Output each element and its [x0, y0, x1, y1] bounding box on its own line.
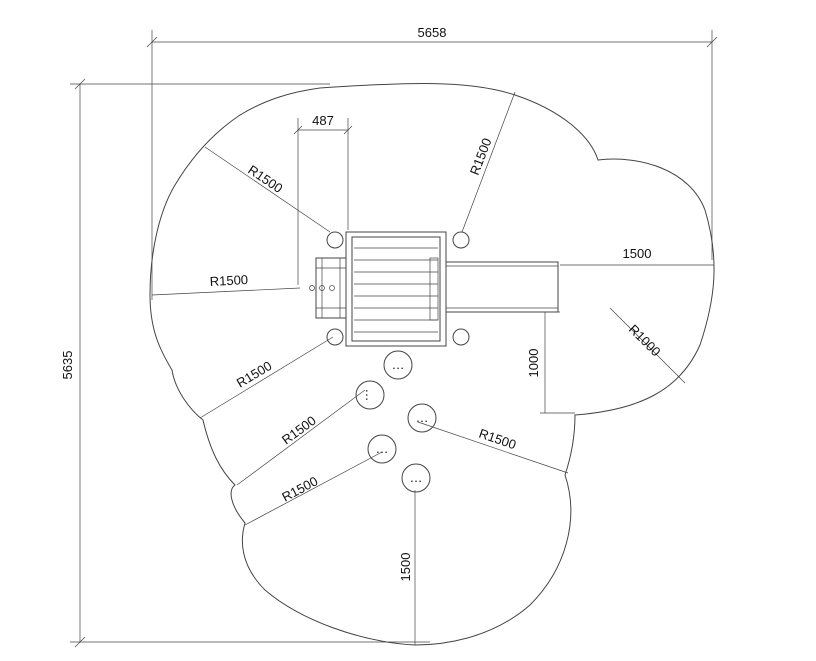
side-clearance-label: 1000 — [526, 349, 541, 378]
bottom-clearance-label: 1500 — [398, 553, 413, 582]
overall-width-dimension: 5658 — [146, 25, 718, 300]
overall-width-label: 5658 — [418, 25, 447, 40]
slide — [445, 261, 559, 313]
deck-planks — [354, 247, 438, 333]
corner-post-bottom-right — [452, 328, 470, 346]
svg-text:…: … — [392, 357, 405, 372]
safety-zone-outline — [149, 83, 715, 646]
post-gap-label: 487 — [312, 113, 334, 128]
overall-height-label: 5635 — [60, 351, 75, 380]
radius-leaders — [151, 91, 686, 526]
stepping-post-1: … — [383, 350, 413, 380]
slide-zone-dimension: 1500 — [560, 246, 714, 266]
corner-post-top-left — [326, 231, 344, 249]
bottom-clearance-dimension: 1500 — [398, 490, 416, 645]
radius-label-bottom-right: R1500 — [477, 426, 518, 453]
play-tower — [326, 231, 470, 347]
stepping-post-5: … — [401, 463, 431, 493]
corner-post-top-right — [452, 231, 470, 249]
radius-label-mid-left: R1500 — [279, 413, 319, 448]
corner-post-bottom-left — [326, 328, 344, 346]
ladder — [309, 257, 347, 319]
stepping-posts: … … … … … — [355, 350, 437, 493]
radius-label-slide: R1000 — [626, 322, 664, 360]
slide-zone-label: 1500 — [623, 246, 652, 261]
stepping-post-2: … — [355, 380, 385, 410]
svg-text:…: … — [376, 441, 389, 456]
svg-text:…: … — [363, 389, 378, 402]
radius-label-left: R1500 — [209, 272, 248, 289]
stepping-post-3: … — [407, 403, 437, 433]
svg-text:…: … — [416, 410, 429, 425]
post-gap-dimension: 487 — [293, 113, 353, 285]
radius-label-upper-left: R1500 — [245, 162, 285, 196]
radius-label-bottom-left: R1500 — [279, 473, 320, 504]
stepping-post-4: … — [367, 434, 397, 464]
side-clearance-dimension: 1000 — [526, 311, 575, 414]
svg-text:…: … — [410, 470, 423, 485]
overall-height-dimension: 5635 — [60, 78, 430, 648]
radius-label-lower-left: R1500 — [234, 358, 275, 391]
